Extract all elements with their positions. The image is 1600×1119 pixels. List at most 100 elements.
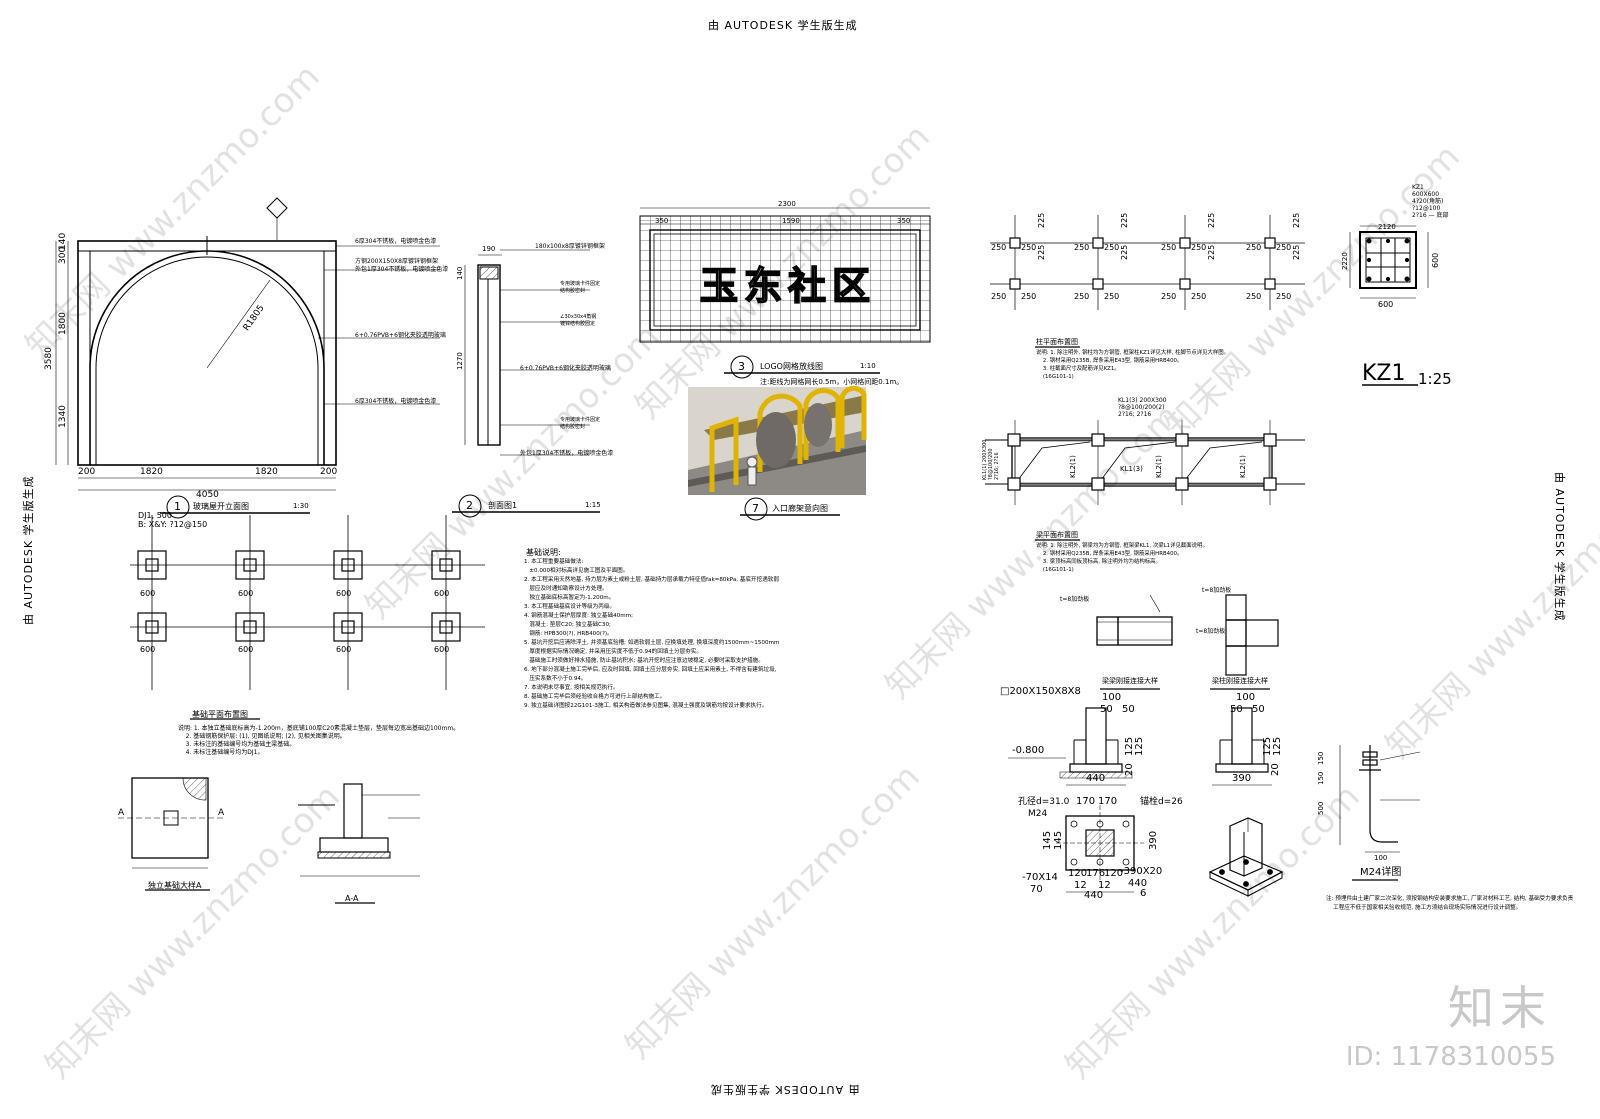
col-dim-v5: 225 [1207,212,1216,228]
bolt-dim-2: 150 [1317,771,1325,785]
sec-annotation-6: 外包1厚304不锈板，电镀喷金色漆 [520,450,614,457]
kz1-tag: KZ1 600X600 4?20(角筋) ?12@100 2?16 — 底部 [1412,184,1449,219]
elev-dim-height-cap: 140 [58,232,68,250]
base-dim-12b: 12 [1098,880,1111,891]
sec-annotation-1: 180x100x8厚镀锌钢框架 [535,243,605,250]
foundation-plan [130,515,485,720]
base-dim-12a: 12 [1074,880,1087,891]
kz1-dim-width: 600 [1378,300,1394,309]
sec-view-scale: 1:15 [585,501,601,509]
base-dim-145a: 145 [1042,830,1053,850]
base-dim-176: 176 [1086,868,1106,879]
bottom-stamp: 由 AUTODESK 学生版生成 [710,1083,860,1096]
base-hole: 孔径d=31.0 [1018,797,1070,807]
svg-text:知末网 www.znzmo.com: 知末网 www.znzmo.com [1058,777,1368,1087]
base2-dim-50a: 50 [1230,704,1243,715]
col-dim-v8: 225 [1292,244,1301,260]
persp-view-title: 入口廊架意向图 [772,504,828,513]
beam-label-3: KL2(1) [1155,455,1163,478]
foundation-dim-3: 600 [336,589,352,598]
foundation-dim-8: 600 [434,645,450,654]
t-label-1: t=8加劲板 [1060,596,1090,603]
col-dim-b: 250 [1021,243,1037,252]
kz1-dim-height: 600 [1431,252,1440,268]
foundation-plan-title: 基础平面布置图 [192,710,248,719]
bolt-dim-4: 100 [1374,854,1388,862]
kz1-dim-col: 2120 [1378,223,1396,231]
sec-dim-width: 190 [482,245,496,253]
foundation-dim-6: 600 [238,645,254,654]
col-dim-i: 250 [991,292,1007,301]
svg-text:知末网 www.znzmo.com: 知末网 www.znzmo.com [38,777,348,1087]
beam-side-tag: KL1(1) 200X300 ?8@100/200 2?16; 2?16 [982,439,1000,480]
logo-dim-mid: 1590 [782,217,800,225]
elev-annotation-2: 方钢200X150X8厚镀锌钢框架 外包1厚304不锈板，电镀喷金色漆 [355,258,449,273]
beam-plan-title: 梁平面布置图 [1036,531,1078,539]
base-dim-50b: 50 [1122,704,1135,715]
base-anchor: 锚栓d=26 [1140,797,1183,807]
sec-annotation-4: 6+0.76PVB+6钢化夹胶透明玻璃 [520,365,611,372]
base-dim-440c: 440 [1084,890,1104,901]
col-dim-p: 250 [1276,292,1292,301]
base-bolt: M24 [1028,809,1048,819]
right-stamp: 由 AUTODESK 学生版生成 [1553,472,1566,622]
sec-view-number: 2 [466,499,473,512]
kz1-section [1349,225,1429,386]
col-plan-notes: 说明: 1. 除注明外, 钢柱均为方钢管, 框架柱KZ1详见大样, 柱脚节点详见… [1036,350,1230,380]
t-label-3: t=8加劲板 [1196,628,1226,635]
elev-dim-half-left: 1820 [140,467,163,477]
base2-dim-20: 20 [1270,763,1281,776]
logo-sign-text: 玉东社区 [699,263,877,309]
base-plate-2: -70X14 [1022,872,1058,883]
col-dim-a: 250 [991,243,1007,252]
base-dim-6: 6 [1140,888,1147,899]
col-dim-v2: 225 [1037,244,1046,260]
bolt-dim-3: 500 [1317,801,1325,815]
base-dim-390v: 390 [1148,830,1159,850]
elevation-view [55,197,440,519]
base-elev: -0.800 [1012,745,1045,756]
beam-plan-notes: 说明: 1. 除注明外, 钢梁均为方钢管, 框架梁KL1, 次梁L1详见截面说明… [1036,543,1208,573]
sec-dim-top: 140 [456,266,464,280]
bolt-dim-1: 150 [1317,751,1325,765]
base-dim-145b: 145 [1053,830,1064,850]
sec-annotation-3: ∠30x30x4角钢 镀锌结构胶固定 [560,314,597,327]
base-dim-440b: 440 [1128,878,1148,889]
base-dim-100: 100 [1102,692,1122,703]
base-dim-120a: 120 [1068,868,1088,879]
col-dim-j: 250 [1021,292,1037,301]
base-dim-170a: 170 [1076,796,1096,807]
elev-view-scale: 1:30 [293,502,309,510]
foundation-dim-2: 600 [238,589,254,598]
base-dim-170b: 170 [1098,796,1118,807]
foundation-dj-label: DJ1, 500 B: X&Y: ?12@150 [138,511,208,529]
sec-annotation-2: 专用玻璃卡件固定 结构胶密封 [560,281,601,294]
base-dim-120b: 120 [1104,868,1124,879]
kz1-scale: 1:25 [1418,370,1452,388]
elev-view-title: 玻璃屋开立面图 [193,502,249,511]
m24-bolt-detail [1339,745,1421,881]
base-dim-70: 70 [1030,884,1043,895]
base2-dim-100: 100 [1236,692,1256,703]
elev-dim-left-edge: 200 [78,467,96,477]
general-notes-body: 1. 本工程重要基础做法: ±0.000相对标高详见施工图及平面图。 2. 本工… [524,559,780,709]
col-dim-g: 250 [1246,243,1262,252]
elev-annotation-4: 6厚304不锈板，电镀喷金色漆 [355,398,437,405]
bolt-note: 注: 预埋件由土建厂家二次深化, 须按钢结构安装要求施工, 厂家对材料工艺, 结… [1326,896,1574,911]
base-steel-section: □200X150X8X8 [1000,686,1081,697]
foundation-section-title: A-A [345,894,359,903]
elev-annotation-1: 6厚304不锈板，电镀喷金色漆 [355,238,437,245]
col-dim-l: 250 [1104,292,1120,301]
logo-dim-total: 2300 [778,200,796,208]
col-dim-v3: 225 [1120,212,1129,228]
logo-dim-right: 350 [897,217,911,225]
col-dim-v1: 225 [1037,212,1046,228]
logo-grid-view [639,207,931,379]
perspective-image [688,385,867,521]
section-view [452,249,600,518]
foundation-dim-5: 600 [140,645,156,654]
col-dim-e: 250 [1161,243,1177,252]
col-dim-v4: 225 [1120,244,1129,260]
sec-annotation-5: 专用玻璃卡件固定 结构胶密封 [560,417,601,430]
